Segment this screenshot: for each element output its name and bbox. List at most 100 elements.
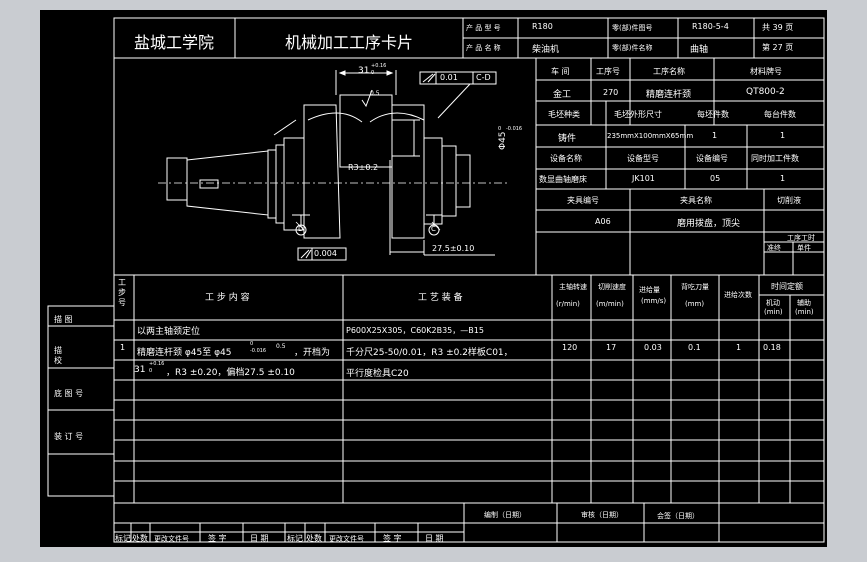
datum-d: D xyxy=(298,225,304,233)
tol-width-bot: 0 xyxy=(371,70,375,76)
equip-name: 数显曲轴磨床 xyxy=(539,175,587,184)
part-name-label: 零(部)件名称 xyxy=(612,44,653,52)
fixture-no: A06 xyxy=(595,217,611,226)
cad-viewport[interactable]: 盐城工学院 机械加工工序卡片 产 品 型 号 R180 产 品 名 称 柴油机 … xyxy=(40,10,827,547)
op-no: 270 xyxy=(603,88,619,97)
step-line-2-tol-top: 0 xyxy=(250,341,254,347)
datum-c: C xyxy=(431,225,436,233)
product-name-label: 产 品 名 称 xyxy=(466,44,501,52)
equipment-header: 工 艺 装 备 xyxy=(418,293,463,303)
step-line-2b: ，开档为 xyxy=(294,348,331,358)
straightness: 0.004 xyxy=(314,249,337,258)
part-no: R180-5-4 xyxy=(692,22,729,31)
total-pages: 共 39 页 xyxy=(762,23,794,32)
part-no-label: 零(部)件图号 xyxy=(612,24,653,32)
crankshaft-drawing xyxy=(158,70,508,261)
op-no-label: 工序号 xyxy=(596,67,620,76)
step-line-3b: ，R3 ±0.20，偏档27.5 ±0.10 xyxy=(166,368,295,378)
equip-model: JK101 xyxy=(632,174,655,183)
surface-finish: 0.5 xyxy=(370,90,380,97)
equip-no-label: 设备编号 xyxy=(696,154,728,163)
offset: 27.5±0.10 xyxy=(432,244,475,253)
radius: R3±0.2 xyxy=(348,163,379,172)
step-line-3-tol-top: +0.16 xyxy=(149,361,165,367)
fixture-name: 磨用拨盘，顶尖 xyxy=(677,219,741,229)
step-no-header: 工步号 xyxy=(118,278,126,307)
part-name: 曲轴 xyxy=(690,45,709,55)
equip-name-label: 设备名称 xyxy=(550,154,582,163)
footer-date-1: 日 期 xyxy=(250,534,269,543)
blank-size: 235mmX100mmX65mm xyxy=(607,132,694,140)
simul: 1 xyxy=(780,174,786,183)
blank-pieces-label: 每坯件数 xyxy=(697,110,729,119)
school-name: 盐城工学院 xyxy=(134,33,215,52)
depth-unit: (mm) xyxy=(685,300,705,308)
footer-review: 审核（日期） xyxy=(581,511,623,519)
dim-width: 31 xyxy=(358,66,370,76)
fixture-no-label: 夹具编号 xyxy=(567,196,599,205)
footer-date-2: 日 期 xyxy=(425,534,444,543)
cut-speed-unit: (m/min) xyxy=(596,300,624,308)
mech-header: 机动 xyxy=(766,299,780,307)
step-line-2-surface: 0.5 xyxy=(276,343,286,350)
spindle-unit: (r/min) xyxy=(556,300,580,308)
blank-type: 铸件 xyxy=(558,134,577,144)
passes-value: 1 xyxy=(736,343,742,352)
feed-value: 0.03 xyxy=(644,343,662,352)
side-bind-no: 装 订 号 xyxy=(54,432,84,441)
footer-mark-2: 标记 xyxy=(287,534,303,543)
parallel-tol: 0.01 xyxy=(440,73,458,82)
content-header: 工 步 内 容 xyxy=(205,293,250,303)
blank-size-label: 毛坯外形尺寸 xyxy=(614,110,662,119)
diameter: Φ45 xyxy=(498,131,508,150)
equip-line-2: 千分尺25-50/0.01，R3 ±0.2样板C01， xyxy=(346,348,513,358)
step-line-3a: 31 xyxy=(134,365,146,375)
aux-header: 辅助 xyxy=(797,299,811,307)
side-proof: 描 校 xyxy=(54,346,62,365)
aux-unit: (min) xyxy=(795,308,814,316)
prep-label: 准终 xyxy=(767,244,781,252)
op-name-label: 工序名称 xyxy=(653,67,685,76)
time-label: 工序工时 xyxy=(787,234,815,242)
equip-no: 05 xyxy=(710,174,721,183)
footer-sign-1: 签 字 xyxy=(208,534,227,543)
op-name: 精磨连杆颈 xyxy=(646,90,692,100)
material: QT800-2 xyxy=(746,87,785,97)
mech-value: 0.18 xyxy=(763,343,781,352)
material-label: 材料牌号 xyxy=(750,67,782,76)
step-line-2a: 精磨连杆颈 φ45至 φ45 xyxy=(137,348,232,358)
blank-pieces: 1 xyxy=(712,131,718,140)
feed-unit: (mm/s) xyxy=(641,297,667,305)
side-base-no: 底 图 号 xyxy=(54,389,84,398)
footer-doc-no-2: 更改文件号 xyxy=(329,535,364,543)
product-model: R180 xyxy=(532,22,553,31)
equip-line-1: P600X25X305，C60K2B35，—B15 xyxy=(346,326,484,335)
unit-label: 单件 xyxy=(797,244,811,252)
workshop-label: 车 间 xyxy=(551,67,570,76)
process-card-frame xyxy=(47,17,825,543)
passes-header: 进给次数 xyxy=(724,291,752,299)
footer-sign-2: 签 字 xyxy=(383,534,402,543)
units-label: 每台件数 xyxy=(764,110,796,119)
time-quota-header: 时间定额 xyxy=(771,282,803,291)
depth-value: 0.1 xyxy=(688,343,701,352)
fixture-name-label: 夹具名称 xyxy=(680,196,712,205)
equip-line-3: 平行度检具C20 xyxy=(346,369,409,379)
footer-doc-no-1: 更改文件号 xyxy=(154,535,189,543)
cut-speed-value: 17 xyxy=(606,343,617,352)
product-model-label: 产 品 型 号 xyxy=(466,24,501,32)
datum-cd: C-D xyxy=(476,73,491,82)
card-title: 机械加工工序卡片 xyxy=(285,33,414,52)
mech-unit: (min) xyxy=(764,308,783,316)
cut-speed-header: 切削速度 xyxy=(598,283,626,291)
footer-count-2: 处数 xyxy=(306,534,322,543)
page-number: 第 27 页 xyxy=(762,43,794,52)
tol-dia-bot: -0.016 xyxy=(506,126,523,132)
blank-type-label: 毛坯种类 xyxy=(548,110,580,119)
step-line-2-tol-bot: -0.016 xyxy=(250,348,267,354)
coolant-label: 切削液 xyxy=(777,196,801,205)
step-1-no: 1 xyxy=(120,343,126,352)
footer-mark-1: 标记 xyxy=(115,534,131,543)
spindle-value: 120 xyxy=(562,343,578,352)
feed-header: 进给量 xyxy=(639,286,660,294)
